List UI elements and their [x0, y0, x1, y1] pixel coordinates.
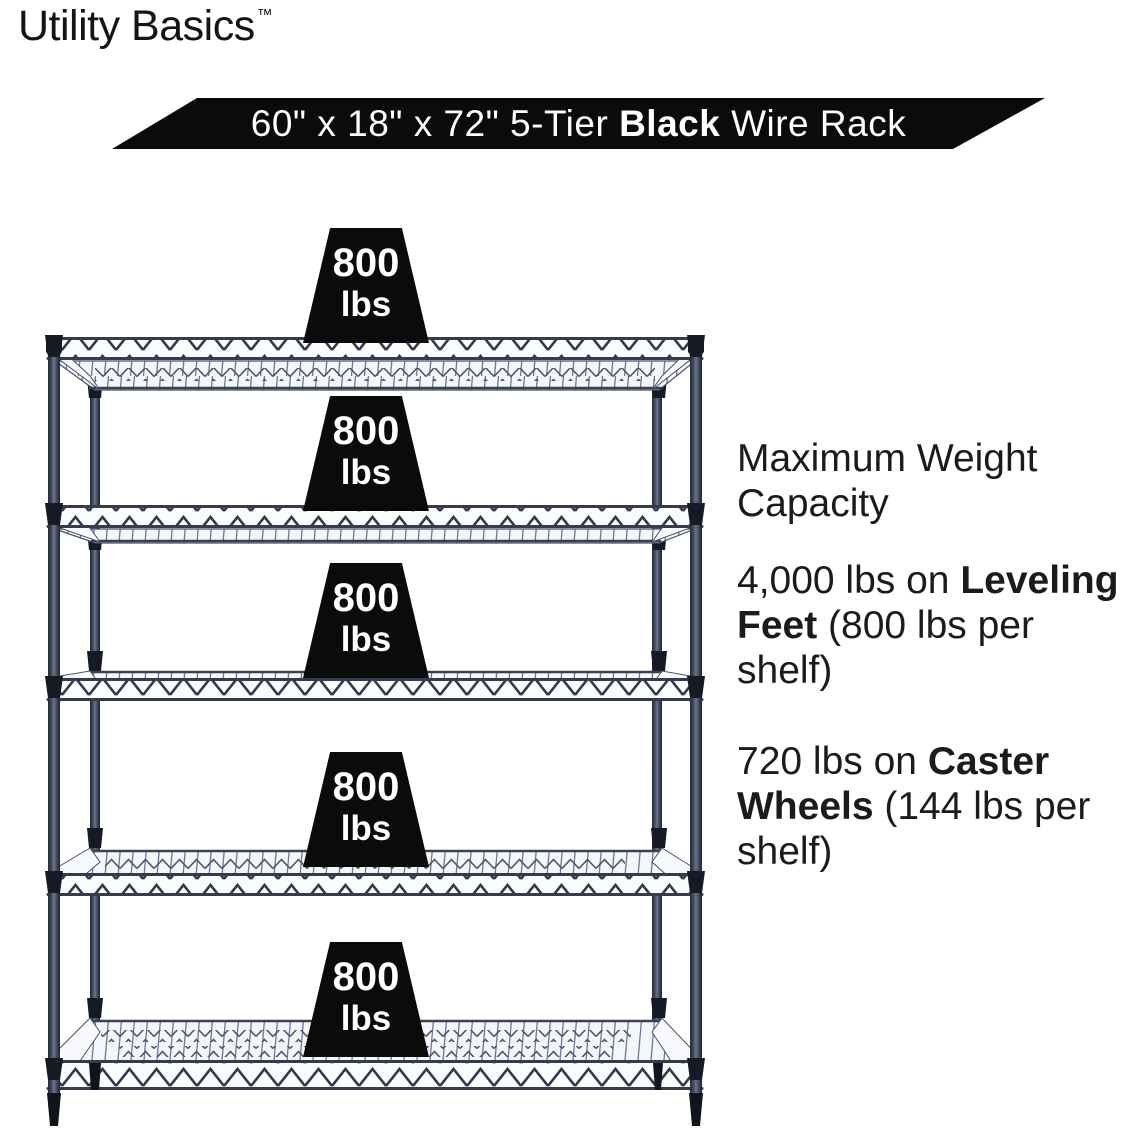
banner-text-pre: 60" x 18" x 72" 5-Tier — [250, 102, 620, 144]
weight-unit: lbs — [340, 285, 392, 324]
weight-value: 800 — [332, 409, 400, 453]
info-line: Feet (800 lbs per — [737, 604, 1034, 647]
info-heading: Maximum Weight Capacity — [737, 436, 1137, 526]
heading-line: Maximum Weight — [737, 437, 1038, 480]
weight-unit: lbs — [340, 453, 392, 492]
banner-text: 60" x 18" x 72" 5-Tier Black Wire Rack — [251, 103, 906, 145]
weight-value: 800 — [332, 955, 400, 999]
front-post-sleeves — [45, 335, 705, 1080]
info-caster-wheels: 720 lbs on Caster Wheels (144 lbs per sh… — [737, 739, 1137, 874]
shelf-1 — [46, 336, 704, 391]
weight-badge: 800 lbs — [303, 563, 429, 678]
weight-unit: lbs — [340, 620, 392, 659]
front-posts — [46, 336, 704, 1095]
info-line: Wheels (144 lbs per — [737, 785, 1091, 828]
weight-value: 800 — [332, 576, 400, 620]
shelf-3 — [46, 670, 704, 702]
info-line: 720 lbs on Caster — [737, 740, 1050, 783]
trademark-symbol: ™ — [256, 7, 273, 24]
product-banner: 60" x 18" x 72" 5-Tier Black Wire Rack — [112, 98, 1045, 149]
info-line: shelf) — [737, 830, 833, 873]
back-post-sleeves — [87, 378, 667, 1018]
weight-value: 800 — [332, 241, 400, 285]
weight-value: 800 — [332, 765, 400, 809]
weight-badge: 800 lbs — [303, 228, 429, 343]
leveling-feet — [47, 1063, 703, 1126]
heading-line: Capacity — [737, 482, 889, 525]
banner-text-bold: Black — [619, 102, 721, 144]
brand-name: Utility Basics — [18, 2, 255, 50]
weight-unit: lbs — [340, 999, 392, 1038]
banner-text-post: Wire Rack — [720, 102, 907, 144]
info-leveling-feet: 4,000 lbs on Leveling Feet (800 lbs per … — [737, 558, 1137, 693]
weight-unit: lbs — [340, 809, 392, 848]
info-line: 4,000 lbs on Leveling — [737, 559, 1119, 602]
info-line: shelf) — [737, 649, 833, 692]
